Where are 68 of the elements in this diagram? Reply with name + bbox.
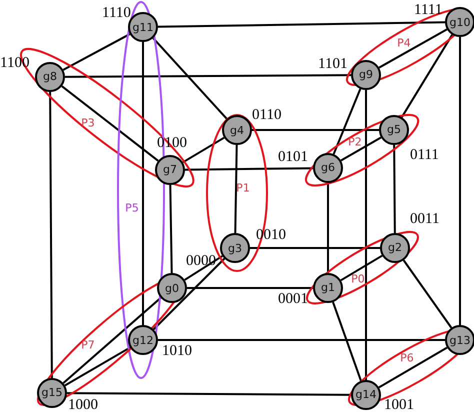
binary-code: 1010 [162, 344, 192, 359]
binary-code: 1101 [318, 57, 348, 72]
node-circle: g2 [380, 232, 410, 263]
edge-line [158, 339, 445, 341]
edge-line [234, 144, 238, 234]
edge-line [402, 260, 452, 328]
partition-label: P6 [400, 352, 414, 364]
node-circle: g14 [350, 380, 381, 410]
binary-code: 0110 [252, 108, 282, 123]
edge-line [169, 184, 173, 274]
edge-line [459, 37, 461, 325]
node-circle: g7 [154, 154, 185, 185]
partition-ellipse [306, 231, 418, 305]
binary-code: 1110 [102, 6, 131, 21]
partition-label: P4 [397, 37, 411, 48]
partition-label: P2 [348, 136, 362, 148]
node-circle: g9 [350, 60, 381, 90]
node-circle: g13 [444, 325, 474, 355]
partition-label: P0 [351, 273, 365, 284]
partition-label: P7 [81, 339, 95, 350]
edge-line [332, 88, 362, 154]
edge-line [67, 392, 351, 396]
edge-line [152, 37, 228, 120]
node-circle: g0 [156, 273, 187, 303]
edge-line [65, 74, 351, 78]
edge-line [142, 42, 144, 325]
edge-line [182, 136, 225, 164]
node-circle: g6 [312, 152, 343, 183]
edge-line [64, 346, 131, 386]
binary-code: 0011 [410, 212, 440, 227]
edge-line [327, 183, 329, 273]
node-circle: g5 [378, 114, 409, 145]
partition-label: P1 [236, 182, 250, 194]
node-circle: g15 [37, 378, 67, 408]
edge-line [62, 33, 130, 71]
edge-line [187, 287, 313, 289]
edge-line [62, 297, 162, 384]
node-circle: g10 [444, 7, 474, 37]
node-circle: g1 [312, 272, 343, 303]
edge-line [340, 254, 383, 282]
edge-line [252, 129, 379, 131]
edge-line [340, 136, 382, 162]
edge-line [184, 255, 223, 281]
edge-line [393, 144, 396, 234]
binary-code: 1001 [384, 398, 414, 413]
edge-line [250, 247, 380, 249]
node-circle: g8 [34, 62, 65, 92]
edge-line [378, 346, 448, 388]
binary-code: 0000 [186, 254, 216, 269]
node-circle: g12 [128, 325, 158, 355]
partition-label: P3 [81, 117, 95, 128]
binary-code: 0001 [278, 292, 308, 307]
edge-line [61, 85, 159, 162]
partition-label: P5 [125, 202, 139, 214]
edge-line [332, 302, 362, 382]
node-circle: g3 [220, 233, 250, 263]
node-circle: g4 [222, 115, 252, 145]
edge-line [400, 34, 454, 118]
binary-code: 0101 [278, 150, 308, 165]
edge-line [184, 167, 314, 171]
edge-line [152, 258, 226, 330]
edge-line [49, 92, 53, 378]
edge-line [158, 21, 446, 28]
edge-line [365, 90, 367, 380]
binary-code: 1000 [68, 398, 98, 413]
binary-code: 0111 [410, 148, 439, 163]
binary-code: 1111 [414, 3, 442, 18]
edge-line [378, 28, 448, 68]
